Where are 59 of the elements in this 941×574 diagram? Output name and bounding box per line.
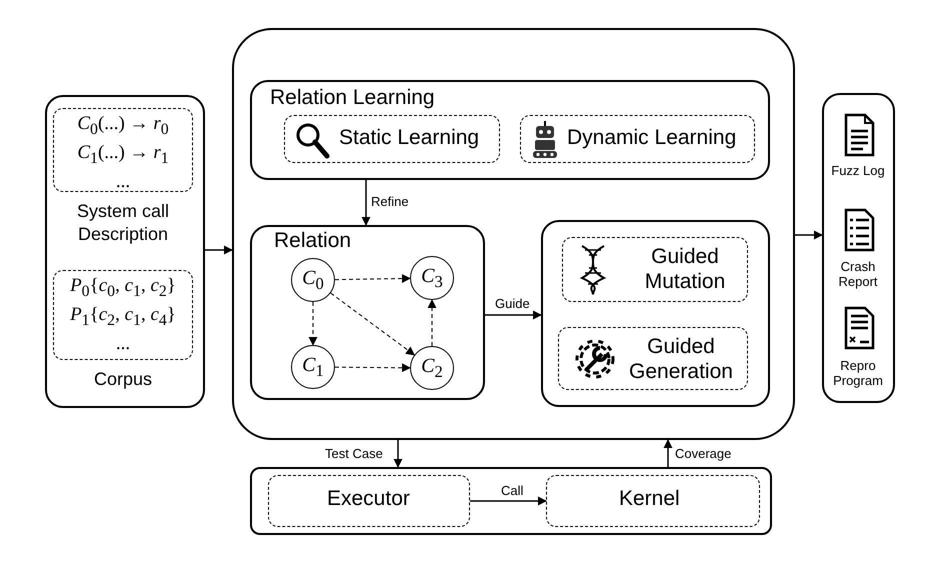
box-title: Executor xyxy=(327,487,410,511)
dashed-box xyxy=(53,108,193,192)
dashed-box xyxy=(558,327,748,390)
panel xyxy=(45,95,205,408)
dashed-box xyxy=(562,237,748,302)
panel xyxy=(822,93,895,403)
arrow xyxy=(330,292,416,356)
call-label: C$_{1}$ xyxy=(302,354,324,380)
arrow xyxy=(470,496,547,506)
dashed-box xyxy=(546,475,760,527)
dashed-box xyxy=(268,475,470,527)
arrow xyxy=(334,274,411,283)
call-node-circle xyxy=(410,346,454,390)
box-title: Guided Mutation xyxy=(644,244,726,294)
box-title: Dynamic Learning xyxy=(567,126,736,150)
panel xyxy=(541,220,770,407)
call-label: C$_{3}$ xyxy=(421,264,443,292)
node-label: System call Description xyxy=(76,200,170,246)
output-label: Repro Program xyxy=(832,358,884,388)
box-title: Static Learning xyxy=(339,126,480,150)
dashed-box xyxy=(53,270,193,360)
arrow xyxy=(485,310,542,320)
formula-line: C$_{0}$(...) → r$_{0}$ xyxy=(76,112,170,140)
dashed-box xyxy=(284,115,500,163)
edge-label: Refine xyxy=(370,194,410,209)
arrow xyxy=(334,363,411,372)
panel xyxy=(250,467,772,535)
arrow xyxy=(308,302,318,346)
box-title: Relation Learning xyxy=(270,86,435,110)
call-node-circle xyxy=(410,256,454,300)
panel xyxy=(250,225,485,400)
formula-line: P$_{0}${c$_{0}$, c$_{1}$, c$_{2}$} xyxy=(69,274,177,302)
node-label: Corpus xyxy=(92,368,154,391)
arrow xyxy=(664,439,672,467)
formula-line: C$_{1}$(...) → r$_{1}$ xyxy=(76,140,170,169)
formula-line: ... xyxy=(114,332,132,355)
arrow xyxy=(428,299,436,346)
panel xyxy=(250,80,770,180)
formula-line: P$_{1}${c$_{2}$, c$_{1}$, c$_{4}$} xyxy=(69,302,177,331)
box-title: Guided Generation xyxy=(628,334,734,384)
panel xyxy=(232,28,795,440)
edge-label: Coverage xyxy=(674,446,732,461)
arrow xyxy=(205,246,233,254)
arrow xyxy=(362,180,370,226)
dashed-box xyxy=(520,115,755,163)
edge-label: Guide xyxy=(494,296,531,311)
call-label: C$_{2}$ xyxy=(421,354,443,382)
output-label: Fuzz Log xyxy=(830,163,886,178)
call-node-circle xyxy=(291,258,335,302)
edge-label: Call xyxy=(500,483,524,498)
arrow xyxy=(795,230,823,240)
box-title: Kernel xyxy=(619,487,680,511)
formula-line: ... xyxy=(114,170,132,193)
edge-label: Test Case xyxy=(324,446,384,461)
call-node-circle xyxy=(291,345,335,389)
box-title: Relation xyxy=(274,229,352,253)
arrow xyxy=(394,440,402,468)
output-label: Crash Report xyxy=(837,259,879,289)
call-label: C$_{0}$ xyxy=(302,266,324,294)
